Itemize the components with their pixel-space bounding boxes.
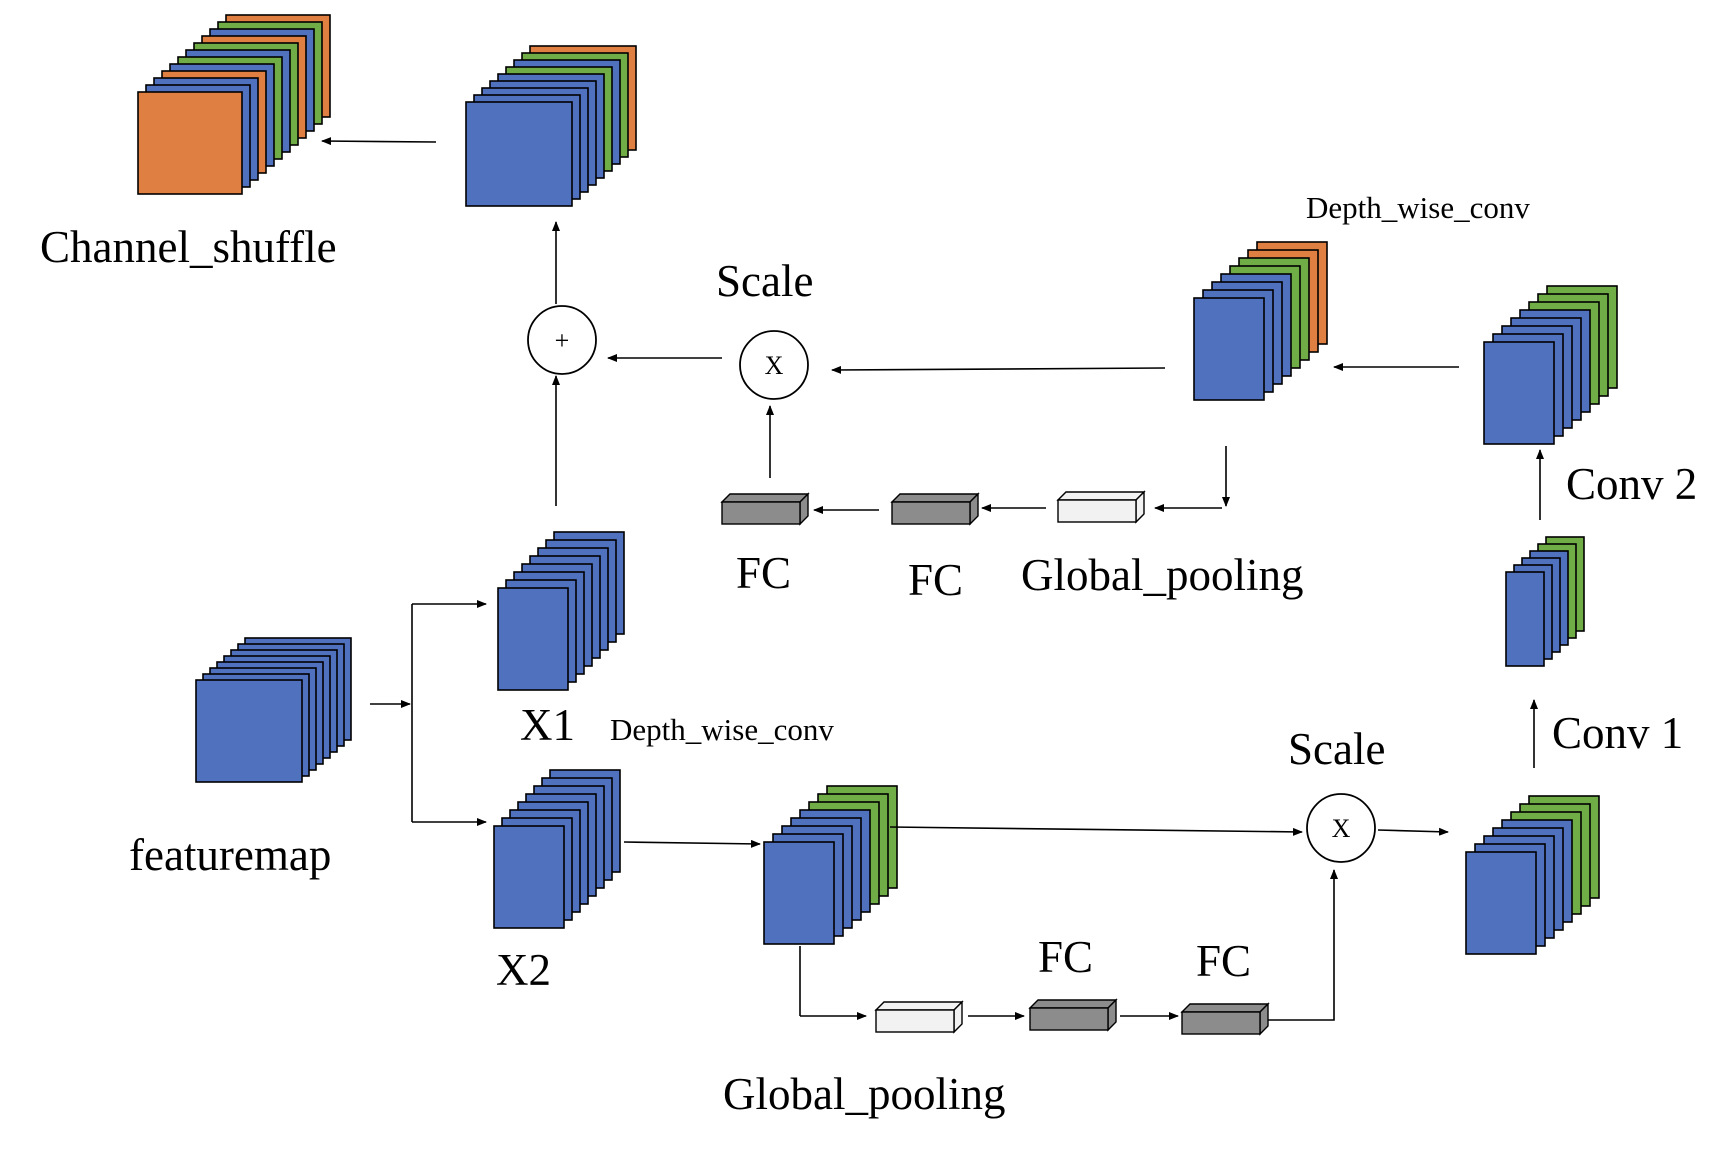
x1-sheet-8 <box>497 587 569 691</box>
fc-bottom-left-front-face <box>1029 1007 1109 1031</box>
global-pooling-bottom-block <box>874 1000 964 1034</box>
depth-wise-conv-top-stack <box>1193 241 1328 401</box>
x2-stack <box>493 769 621 929</box>
concat-sheet-9 <box>465 101 573 207</box>
fc-bottom-right-front-face <box>1181 1011 1261 1035</box>
featuremap-label: featuremap <box>129 830 331 880</box>
fc-top-right-top-face <box>890 493 980 503</box>
add-operator: + <box>527 305 597 375</box>
fc-bottom-left-block <box>1028 998 1118 1032</box>
fc-bottom-right-label: FC <box>1196 936 1251 986</box>
channel-shuffle-output-stack <box>137 14 331 195</box>
fc-top-right-block <box>890 492 980 526</box>
concatenated-feature-stack <box>465 45 637 207</box>
depth-wise-conv-top-label: Depth_wise_conv <box>1306 190 1530 225</box>
fc-top-left-block <box>720 492 810 526</box>
multiply-top-symbol: X <box>765 351 784 380</box>
scale-out-sheet-8 <box>1465 851 1537 955</box>
conv1-output-stack <box>1505 536 1585 667</box>
pool-top-front-face <box>1057 499 1137 523</box>
pool-top-top-face <box>1056 491 1146 501</box>
x2-label: X2 <box>496 945 551 995</box>
multiply-top-operator: X <box>739 330 809 400</box>
fc-bottom-left-top-face <box>1028 999 1118 1009</box>
scale-top-label: Scale <box>716 256 813 306</box>
depth-wise-conv-bottom-label: Depth_wise_conv <box>610 712 834 747</box>
arrow-dw-bottom-to-scale <box>889 826 1303 836</box>
multiply-bottom-operator: X <box>1306 793 1376 863</box>
channel-shuffle-sheet-12 <box>137 91 243 195</box>
depth-wise-conv-bottom-stack <box>763 785 898 945</box>
conv2-output-stack <box>1483 285 1618 445</box>
add-symbol: + <box>555 326 570 355</box>
arrow-dw-to-scale-top <box>831 365 1166 374</box>
connectors <box>321 137 1544 1021</box>
conv1-label: Conv 1 <box>1552 708 1683 758</box>
global-pooling-top-label: Global_pooling <box>1021 550 1303 600</box>
fc-bottom-left-label: FC <box>1038 932 1093 982</box>
global-pooling-top-block <box>1056 490 1146 524</box>
pool-bottom-top-face <box>874 1001 964 1011</box>
arrow-x2-to-dw-bottom <box>623 839 761 848</box>
fc-top-right-label: FC <box>908 555 963 605</box>
dw-bottom-sheet-8 <box>763 841 835 945</box>
scale-bottom-label: Scale <box>1288 724 1385 774</box>
arrow-concat-to-shuffle <box>321 137 437 146</box>
dw-top-sheet-8 <box>1193 297 1265 401</box>
x2-sheet-8 <box>493 825 565 929</box>
fc-bottom-right-block <box>1180 1002 1270 1036</box>
x1-stack <box>497 531 625 691</box>
fc-top-left-front-face <box>721 501 801 525</box>
fc-bottom-right-top-face <box>1180 1003 1270 1013</box>
pool-bottom-front-face <box>875 1009 955 1033</box>
scale-bottom-output-stack <box>1465 795 1600 955</box>
featuremap-stack <box>195 637 352 783</box>
featuremap-sheet-8 <box>195 679 303 783</box>
conv2-label: Conv 2 <box>1566 459 1697 509</box>
conv1-sheet-6 <box>1505 571 1545 667</box>
conv2-sheet-8 <box>1483 341 1555 445</box>
x1-label: X1 <box>520 700 575 750</box>
fc-top-left-label: FC <box>736 548 791 598</box>
global-pooling-bottom-label: Global_pooling <box>723 1069 1005 1119</box>
fc-top-right-front-face <box>891 501 971 525</box>
arrow-fc-to-scale-bottom <box>1268 869 1338 1021</box>
fc-top-left-top-face <box>720 493 810 503</box>
arrow-scale-to-output <box>1377 827 1449 836</box>
multiply-bottom-symbol: X <box>1332 814 1351 843</box>
channel-shuffle-label: Channel_shuffle <box>40 222 337 272</box>
